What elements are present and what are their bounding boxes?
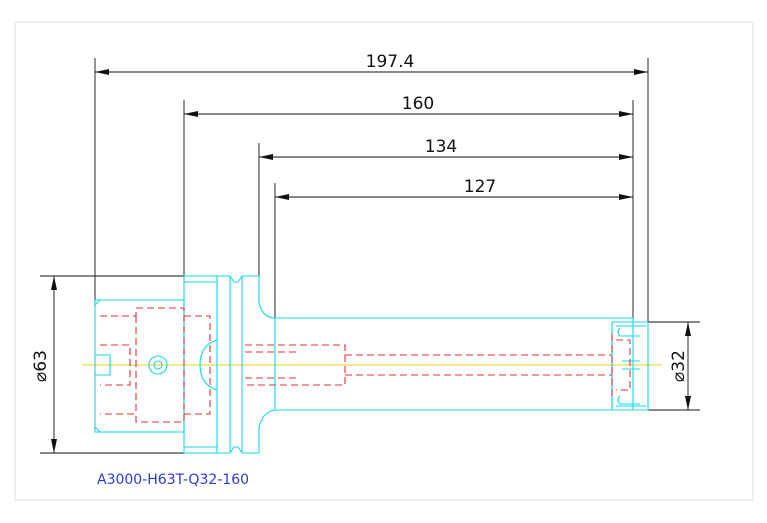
- dimension-134-label: 134: [425, 137, 457, 157]
- part-outline: [94, 275, 649, 454]
- dimension-diameter-63: ⌀63: [31, 275, 230, 454]
- dimension-160-label: 160: [402, 94, 434, 114]
- hidden-lines: [100, 307, 631, 423]
- part-number-label: A3000-H63T-Q32-160: [97, 472, 249, 488]
- dimension-160: 160: [183, 94, 634, 365]
- dimension-197-4-label: 197.4: [366, 52, 415, 72]
- dimension-diameter-63-label: ⌀63: [31, 350, 51, 382]
- drawing-frame: [14, 21, 754, 501]
- dimension-197-4: 197.4: [94, 52, 649, 322]
- dimension-127-label: 127: [464, 177, 496, 197]
- dimension-127: 127: [274, 177, 633, 318]
- dimension-diameter-32-label: ⌀32: [669, 350, 689, 382]
- dimension-diameter-32: ⌀32: [640, 321, 700, 411]
- dimension-134: 134: [258, 137, 633, 280]
